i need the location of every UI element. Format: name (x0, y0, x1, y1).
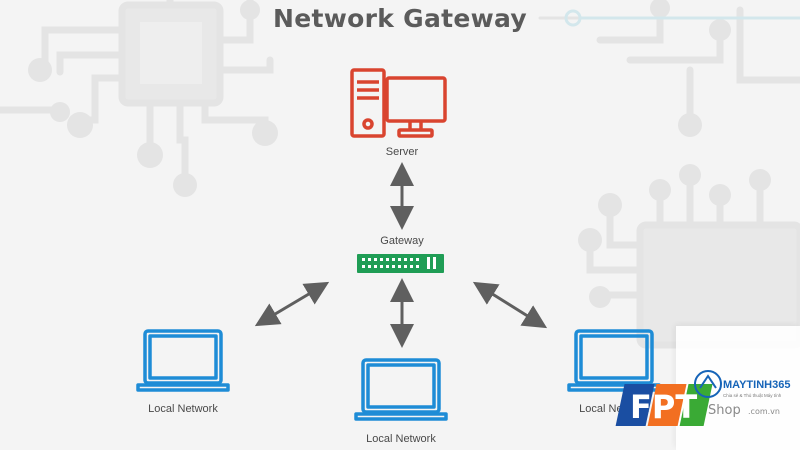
arrow-gateway-local-left (254, 281, 330, 327)
diagram-title: Network Gateway (272, 4, 528, 33)
shop-text: Shop (708, 403, 741, 418)
brand-tagline: Chia sẻ & Thủ thuật Máy tính (723, 392, 782, 398)
fpt-logo (615, 384, 713, 426)
shop-domain: .com.vn (748, 407, 780, 416)
server-icon (350, 68, 447, 138)
fpt-text: FPT (630, 388, 697, 426)
gateway-label: Gateway (380, 235, 424, 247)
local-network-center-label: Local Network (366, 433, 436, 445)
local-network-left-label: Local Network (148, 403, 218, 415)
gateway-switch-icon (357, 254, 444, 273)
server-label: Server (385, 146, 419, 158)
laptop-center-icon (354, 358, 448, 421)
laptop-left-icon (136, 329, 230, 392)
arrow-gateway-local-right (472, 281, 548, 329)
watermark-logo: FPT MAYTINH365 Chia sẻ & Thủ thuật Máy t… (615, 370, 790, 426)
brand-name: MAYTINH365 (723, 379, 790, 391)
